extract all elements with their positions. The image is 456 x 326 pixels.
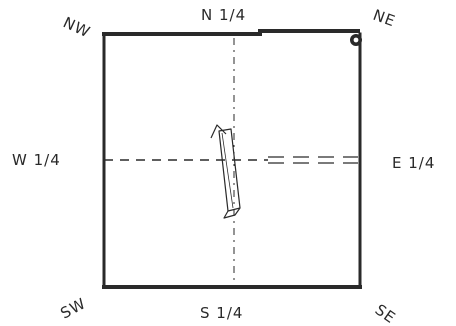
south-quarter-label: S 1/4 <box>200 304 243 322</box>
se-corner-label: SE <box>372 301 400 326</box>
corner-monument-icon <box>350 34 362 46</box>
site-location-arrow-icon <box>210 124 241 219</box>
quarter-lines <box>104 38 358 284</box>
nw-corner-label: NW <box>60 13 93 41</box>
east-quarter-label: E 1/4 <box>392 154 435 172</box>
west-quarter-label: W 1/4 <box>12 151 61 169</box>
sw-corner-label: SW <box>57 294 89 322</box>
ne-corner-label: NE <box>371 6 398 31</box>
north-quarter-label: N 1/4 <box>201 6 246 24</box>
section-boundary <box>102 29 362 289</box>
